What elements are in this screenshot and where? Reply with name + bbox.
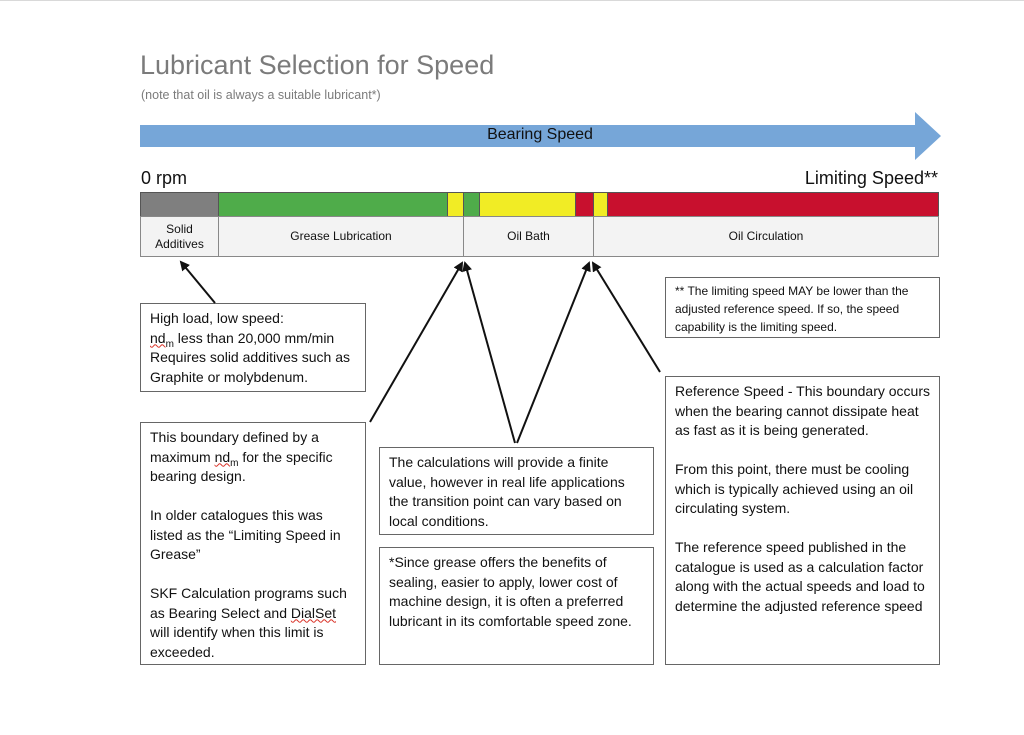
ndm-term: ndm	[150, 329, 174, 350]
reference-paragraph-1: Reference Speed - This boundary occurs w…	[675, 383, 930, 438]
page-title: Lubricant Selection for Speed	[140, 50, 495, 80]
color-segment-yellow	[480, 193, 576, 216]
zone-label: Oil Circulation	[728, 229, 804, 243]
boundary-paragraph-1: This boundary defined by a maximum ndm f…	[150, 429, 333, 484]
speed-color-bar	[140, 192, 939, 217]
arrow-calc-to-oil-boundary	[516, 261, 591, 444]
limiting-speed-footnote: ** The limiting speed MAY be lower than …	[675, 284, 909, 334]
color-segment-yellow	[594, 193, 608, 216]
color-segment-green	[464, 193, 480, 216]
boundary-paragraph-3: SKF Calculation programs such as Bearing…	[150, 585, 347, 660]
zone-label: Grease Lubrication	[290, 229, 392, 243]
arrow-to-solid-additives	[179, 260, 216, 304]
grease-benefits-note-box: *Since grease offers the benefits of sea…	[379, 547, 654, 665]
zone-oil-bath: Oil Bath	[464, 217, 594, 256]
calculations-note-box: The calculations will provide a finite v…	[379, 447, 654, 535]
bearing-speed-arrow	[140, 112, 941, 160]
top-border-line	[0, 0, 1024, 1]
boundary-paragraph-2: In older catalogues this was listed as t…	[150, 507, 341, 562]
reference-paragraph-3: The reference speed published in the cat…	[675, 539, 925, 614]
color-segment-green	[219, 193, 448, 216]
zone-label: Oil Bath	[507, 229, 550, 243]
high-load-line2: less than 20,000 mm/min	[173, 329, 335, 346]
color-segment-grey	[141, 193, 219, 216]
arrow-calc-to-grease-boundary	[462, 261, 516, 444]
limiting-speed-footnote-box: ** The limiting speed MAY be lower than …	[665, 277, 940, 338]
arrow-to-reference-boundary	[591, 261, 661, 373]
page-subtitle: (note that oil is always a suitable lubr…	[141, 88, 381, 102]
grease-benefits-note: *Since grease offers the benefits of sea…	[389, 554, 632, 629]
bearing-speed-label: Bearing Speed	[487, 126, 593, 143]
arrow-to-grease-boundary	[369, 261, 464, 423]
color-segment-yellow	[448, 193, 464, 216]
zone-grease-lubrication: Grease Lubrication	[219, 217, 464, 256]
calculations-note: The calculations will provide a finite v…	[389, 454, 625, 529]
zone-label-line2: Additives	[155, 236, 204, 251]
zone-oil-circulation: Oil Circulation	[594, 217, 938, 256]
high-load-line3: Requires solid additives such as Graphit…	[150, 349, 350, 385]
high-load-note-box: High load, low speed: ndm less than 20,0…	[140, 303, 366, 392]
speed-start-label: 0 rpm	[141, 168, 188, 188]
zone-label-line1: Solid	[166, 221, 193, 236]
speed-end-label: Limiting Speed**	[804, 168, 938, 188]
color-segment-red	[608, 193, 938, 216]
reference-paragraph-2: From this point, there must be cooling w…	[675, 461, 914, 516]
reference-speed-note-box: Reference Speed - This boundary occurs w…	[665, 376, 940, 665]
color-segment-red	[576, 193, 594, 216]
high-load-line1: High load, low speed:	[150, 310, 284, 326]
boundary-note-box: This boundary defined by a maximum ndm f…	[140, 422, 366, 665]
